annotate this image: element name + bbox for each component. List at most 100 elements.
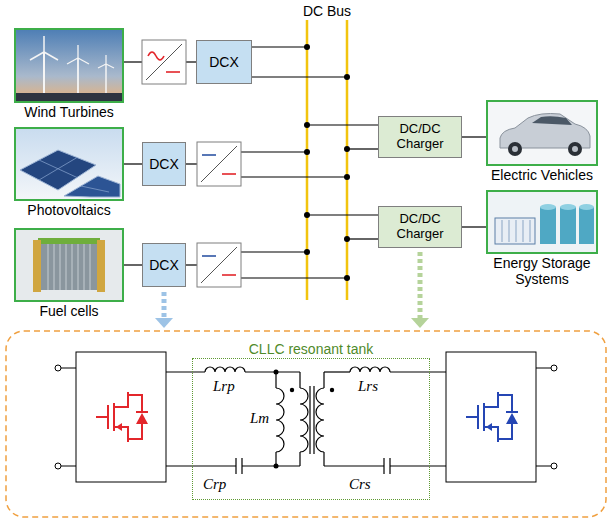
image-box: Energy Storage Systems [486,190,598,254]
charger-box: DC/DC Charger [378,206,462,248]
wire [61,466,76,467]
wire [252,46,307,47]
junction-dot [344,275,350,281]
mosfet-symbol [96,392,148,442]
end-plate [33,240,41,292]
mosfet-symbol [466,392,518,442]
component-label: Lm [250,410,269,427]
component-label: Lrs [358,378,378,395]
dc-symbol [202,255,216,257]
wire [241,277,347,278]
storage-tank [560,207,576,244]
converter-diagonal [201,247,237,283]
node-text: Fuel cells [6,303,132,319]
storage-tank [579,207,594,244]
component-label: Lrp [213,378,235,395]
junction-dot [304,44,310,50]
car-hub [572,146,578,152]
wire [307,214,378,215]
converter-diagonal [146,44,182,80]
junction-dot [344,174,350,180]
storage-tank [540,207,556,244]
junction-dot [344,146,350,152]
junction-dot [304,249,310,255]
turbine-blade [67,58,78,64]
tank-top [579,204,594,210]
turbine-tower [77,58,79,93]
terminal [55,365,61,371]
image-box: Wind Turbines [14,28,124,103]
dc-symbol [166,71,180,73]
component-label: Crs [349,476,371,493]
junction-dot [344,236,350,242]
junction-dot [304,149,310,155]
turbine-blade [43,36,45,52]
pv-grid [81,186,109,192]
dcx-box: DCX [142,142,186,186]
turbine-blade [98,64,106,68]
turbine-blade [77,45,78,58]
turbine-blade [78,58,89,64]
node-text: Energy Storage Systems [484,255,600,287]
tank-top [560,204,576,210]
bridge-box [76,352,166,482]
bridge-box [446,352,536,482]
terminal [551,463,557,469]
node-text: Photovoltaics [6,202,132,218]
dc-symbol [222,173,236,175]
converter-box [142,40,186,84]
image-box: Fuel cells [14,228,124,302]
detail-region [6,331,606,517]
pointer-arrow [418,252,423,318]
wire [241,251,307,252]
bus-label: DC Bus [303,3,351,19]
node-text: DCX [149,156,179,172]
pointer-head [411,318,429,328]
dc-symbol [202,154,216,156]
wire [186,264,197,265]
pointer-arrow [162,292,167,318]
pointer-head [155,318,173,328]
cell-plates [48,244,90,290]
wire [347,238,378,239]
turbine-blade [106,64,114,68]
node-text: DC/DC Charger [389,212,451,242]
car-window [532,116,572,125]
ac-symbol [148,52,164,60]
junction-dot [274,464,279,469]
turbine-tower [43,52,45,93]
storage-picture [488,192,596,252]
turbine-blade [44,52,58,60]
pv-picture [16,129,122,199]
mosfet-arrow [116,423,122,431]
wind-ground [16,93,122,101]
wire [241,151,307,152]
wire [252,76,347,77]
wire [124,61,142,62]
node-text: DC/DC Charger [389,122,451,152]
turbine-blade [30,52,44,60]
pv-panel [64,176,120,197]
connector-wire [462,136,486,137]
connector-wire [124,163,142,164]
wire [536,368,551,369]
converter-diagonal [201,146,237,182]
connector-wire [124,264,142,265]
cell-stack [40,244,98,290]
diode-symbol [506,413,518,424]
dc-symbol [222,274,236,276]
turbine-blade [105,55,106,64]
node-text: DCX [209,54,239,70]
wire [307,124,378,125]
wind-picture [16,30,122,101]
container-ribs [502,220,530,242]
mosfet-arrow [486,423,492,431]
polarity-dot [330,388,334,392]
end-plate [97,240,105,292]
wire [241,176,347,177]
converter-box [197,142,241,186]
fuel-cell-picture [16,230,122,300]
wire [536,466,551,467]
node-text: DCX [149,257,179,273]
